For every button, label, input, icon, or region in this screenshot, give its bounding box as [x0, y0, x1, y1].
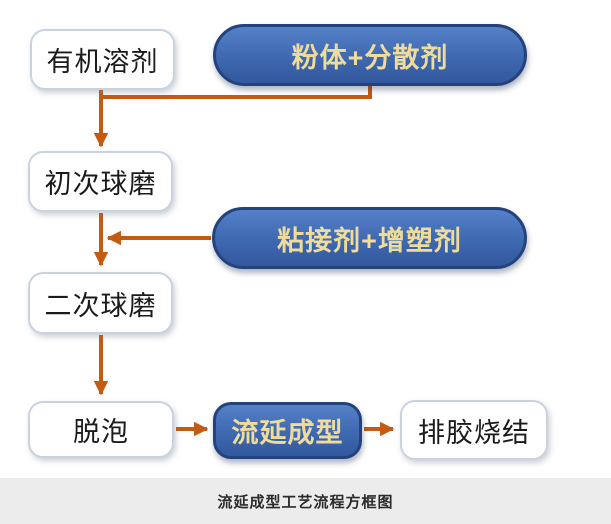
node-defoaming: 脱泡 [28, 401, 174, 458]
node-tape-casting: 流延成型 [213, 402, 362, 459]
node-second-ball-milling: 二次球磨 [28, 272, 173, 334]
node-powder-dispersant: 粉体+分散剂 [213, 24, 527, 86]
connector-powder-dispersant-elbow [103, 85, 372, 99]
node-binder-plasticizer-label: 粘接剂+增塑剂 [277, 225, 462, 256]
node-organic-solvent-label: 有机溶剂 [46, 47, 159, 77]
node-organic-solvent: 有机溶剂 [30, 29, 175, 90]
node-second-ball-milling-label: 二次球磨 [44, 290, 157, 321]
node-defoaming-label: 脱泡 [73, 417, 129, 447]
node-debinding-sintering: 排胶烧结 [400, 400, 548, 460]
node-binder-plasticizer: 粘接剂+增塑剂 [212, 207, 527, 269]
node-tape-casting-label: 流延成型 [231, 418, 344, 448]
node-debinding-sintering-label: 排胶烧结 [418, 417, 530, 448]
caption-band: 流延成型工艺流程方框图 [0, 478, 611, 524]
diagram-caption: 流延成型工艺流程方框图 [217, 493, 394, 511]
node-first-ball-milling-label: 初次球磨 [44, 169, 157, 199]
node-first-ball-milling: 初次球磨 [28, 151, 173, 212]
node-powder-dispersant-label: 粉体+分散剂 [291, 42, 449, 73]
